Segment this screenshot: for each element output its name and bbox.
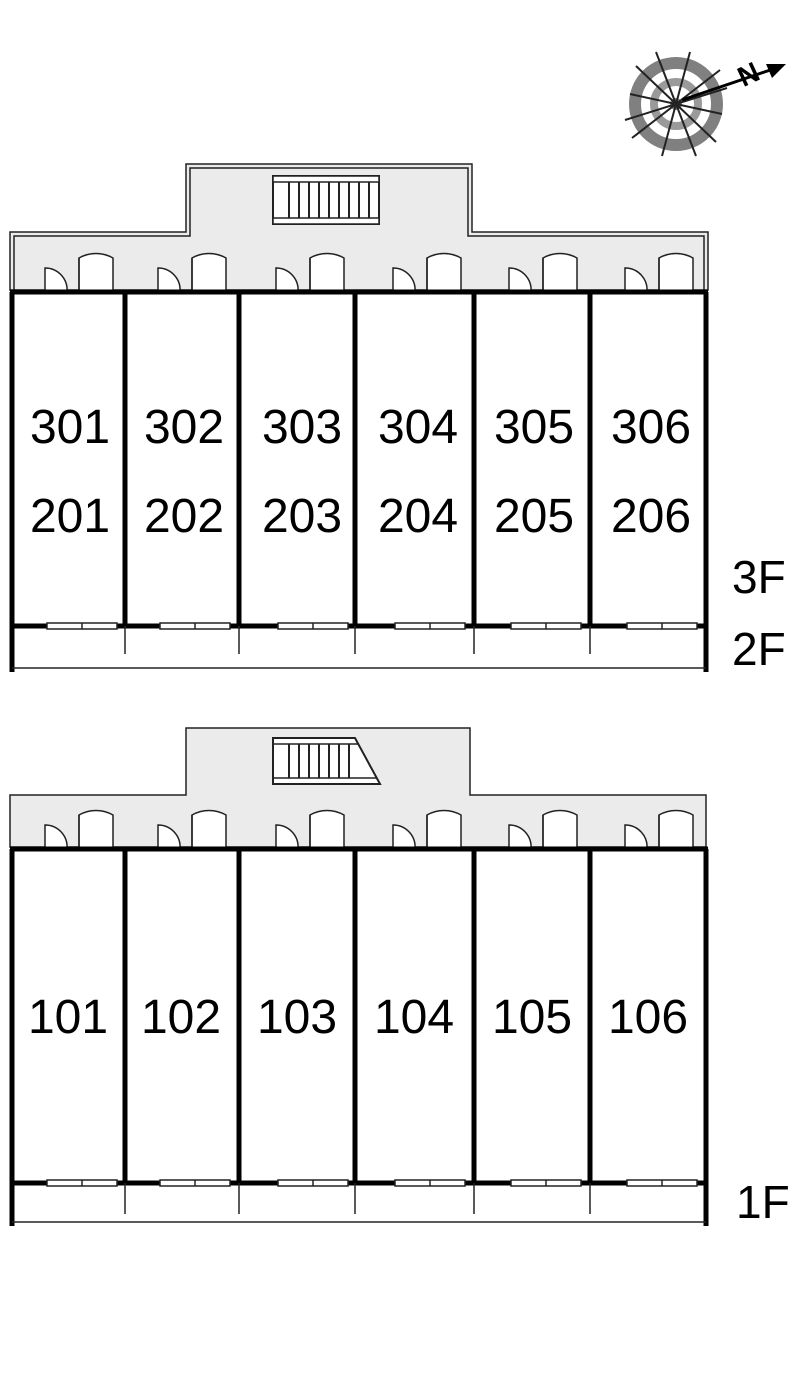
unit-label: 201 [30,490,110,543]
upper-block: 301 302 303 304 305 306 201 202 203 204 … [9,163,786,675]
unit-label: 306 [611,401,691,454]
unit-label: 206 [611,490,691,543]
unit-label: 304 [378,401,458,454]
unit-label: 103 [257,991,337,1044]
staircase-icon [272,175,380,225]
unit-label: 104 [374,991,454,1044]
unit-label: 106 [608,991,688,1044]
upper-balcony [12,622,706,669]
unit-label: 204 [378,490,458,543]
unit-label: 301 [30,401,110,454]
lower-balcony [12,1179,706,1223]
compass: N [624,51,786,157]
compass-north-label: N [733,56,764,93]
compass-rose-icon [624,51,728,157]
unit-label: 303 [262,401,342,454]
floor-label-1f: 1F [736,1176,790,1228]
unit-label: 302 [144,401,224,454]
unit-label: 305 [494,401,574,454]
upper-corridor [9,163,709,291]
lower-unit-labels: 101 102 103 104 105 106 [28,991,688,1044]
unit-label: 105 [492,991,572,1044]
unit-label: 202 [144,490,224,543]
lower-corridor [9,727,707,848]
lower-block: 101 102 103 104 105 106 1F [9,727,790,1228]
floor-label-2f: 2F [732,623,786,675]
compass-north-arrow-icon [681,64,786,102]
unit-label: 203 [262,490,342,543]
unit-label: 102 [141,991,221,1044]
upper-unit-labels: 301 302 303 304 305 306 201 202 203 204 … [30,401,691,543]
staircase-icon [272,737,382,785]
floor-label-3f: 3F [732,551,786,603]
unit-label: 205 [494,490,574,543]
unit-label: 101 [28,991,108,1044]
